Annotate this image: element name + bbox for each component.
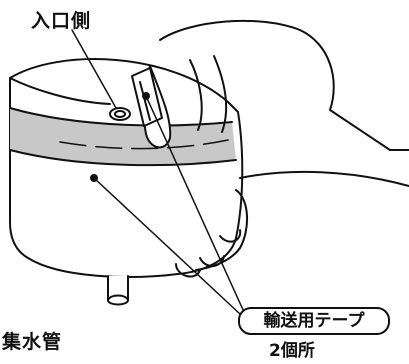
tape-marker-band — [90, 174, 98, 182]
finger-1 — [189, 59, 203, 131]
arm-lower — [239, 170, 409, 187]
inlet-inner — [114, 110, 126, 118]
drain-pipe-label: 集水管 — [2, 331, 63, 353]
tape-count-label: 2個所 — [269, 341, 315, 361]
arm — [159, 19, 409, 151]
drain-pipe — [107, 275, 129, 306]
inlet-opening — [109, 107, 131, 121]
hand-lower-finger-1 — [175, 263, 201, 278]
hand-lower-finger-3 — [219, 229, 242, 243]
finger-2 — [213, 55, 228, 133]
tank-body — [9, 58, 244, 278]
leader-tape-1 — [145, 95, 245, 313]
tape-marker-top — [142, 92, 150, 100]
leader-inlet — [71, 29, 117, 109]
tape-seam — [59, 139, 229, 150]
band-bottom-edge — [9, 149, 237, 167]
tape-band — [10, 108, 236, 166]
leader-tape-2 — [93, 177, 241, 315]
inlet-side-label: 入口側 — [31, 10, 92, 32]
tape-strip-fold — [139, 81, 151, 121]
hand-lower-finger-2 — [199, 255, 225, 267]
band-top-edge — [9, 107, 233, 127]
rim — [9, 77, 111, 105]
shipping-tape-label: 輸送用テープ — [238, 307, 390, 335]
drain-pipe-end — [107, 294, 129, 301]
